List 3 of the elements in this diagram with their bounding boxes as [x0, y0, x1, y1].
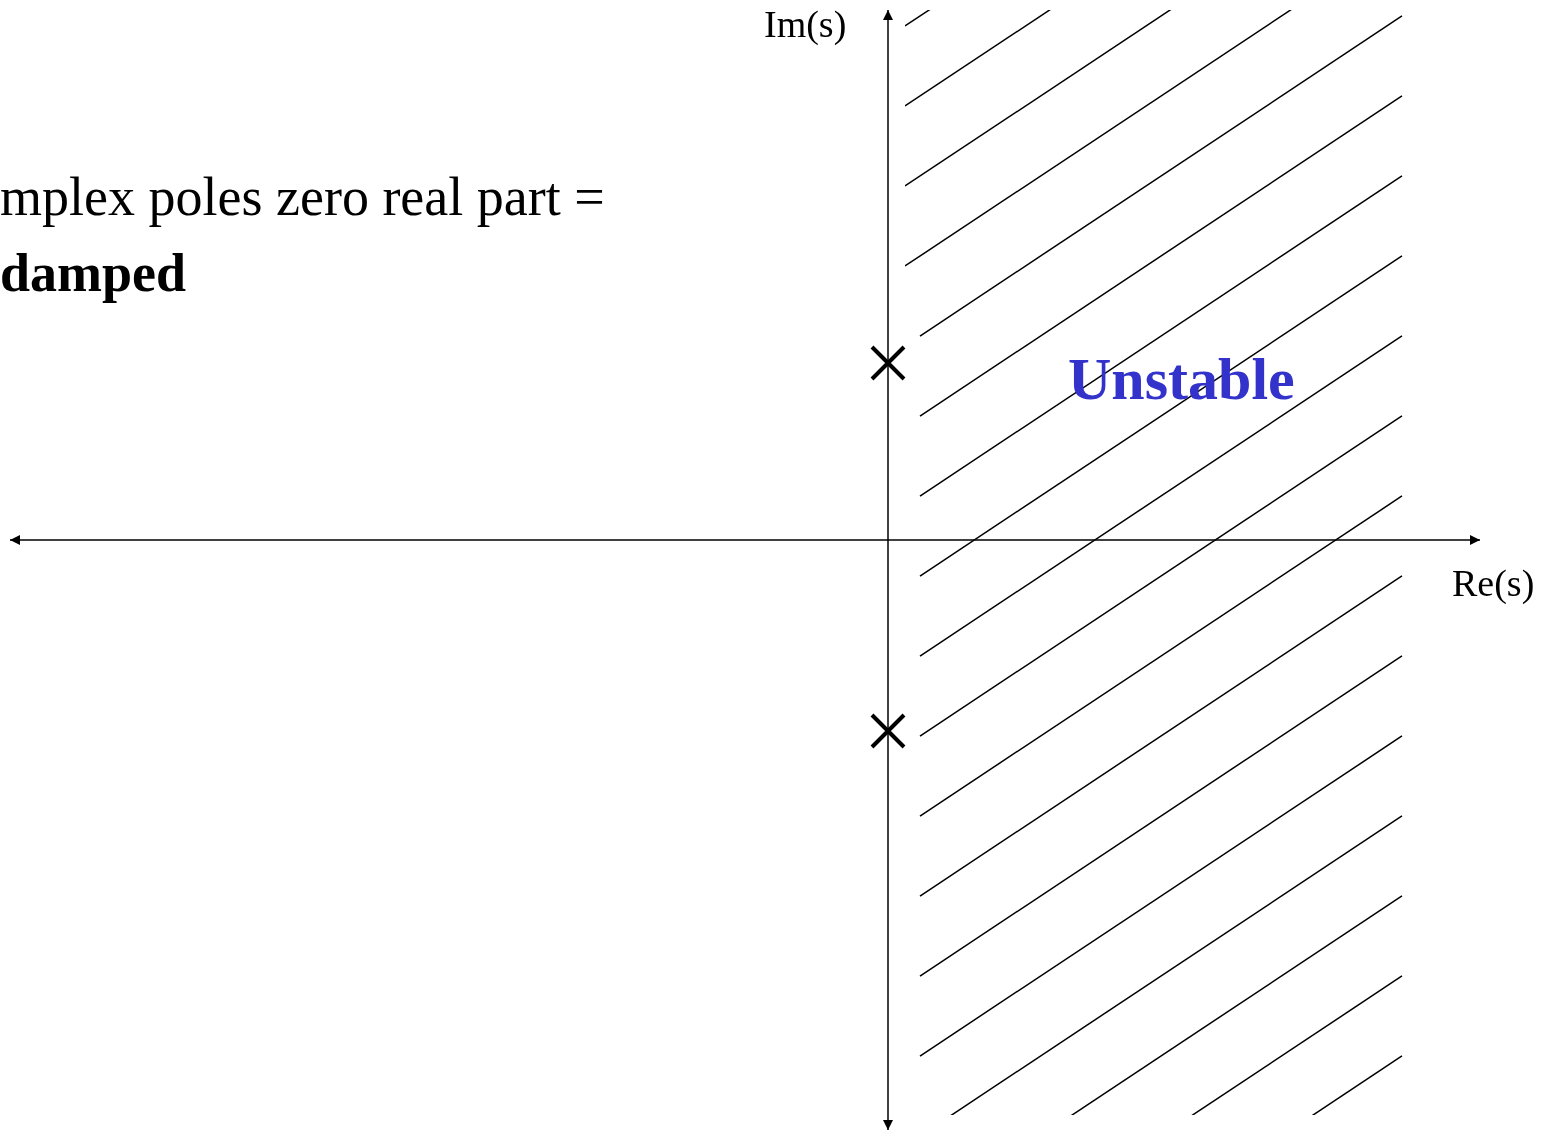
- axis-label: Re(s): [1452, 563, 1535, 605]
- axis-label: Im(s): [764, 4, 847, 46]
- annotation-text: mplex poles zero real part = damped: [0, 166, 606, 305]
